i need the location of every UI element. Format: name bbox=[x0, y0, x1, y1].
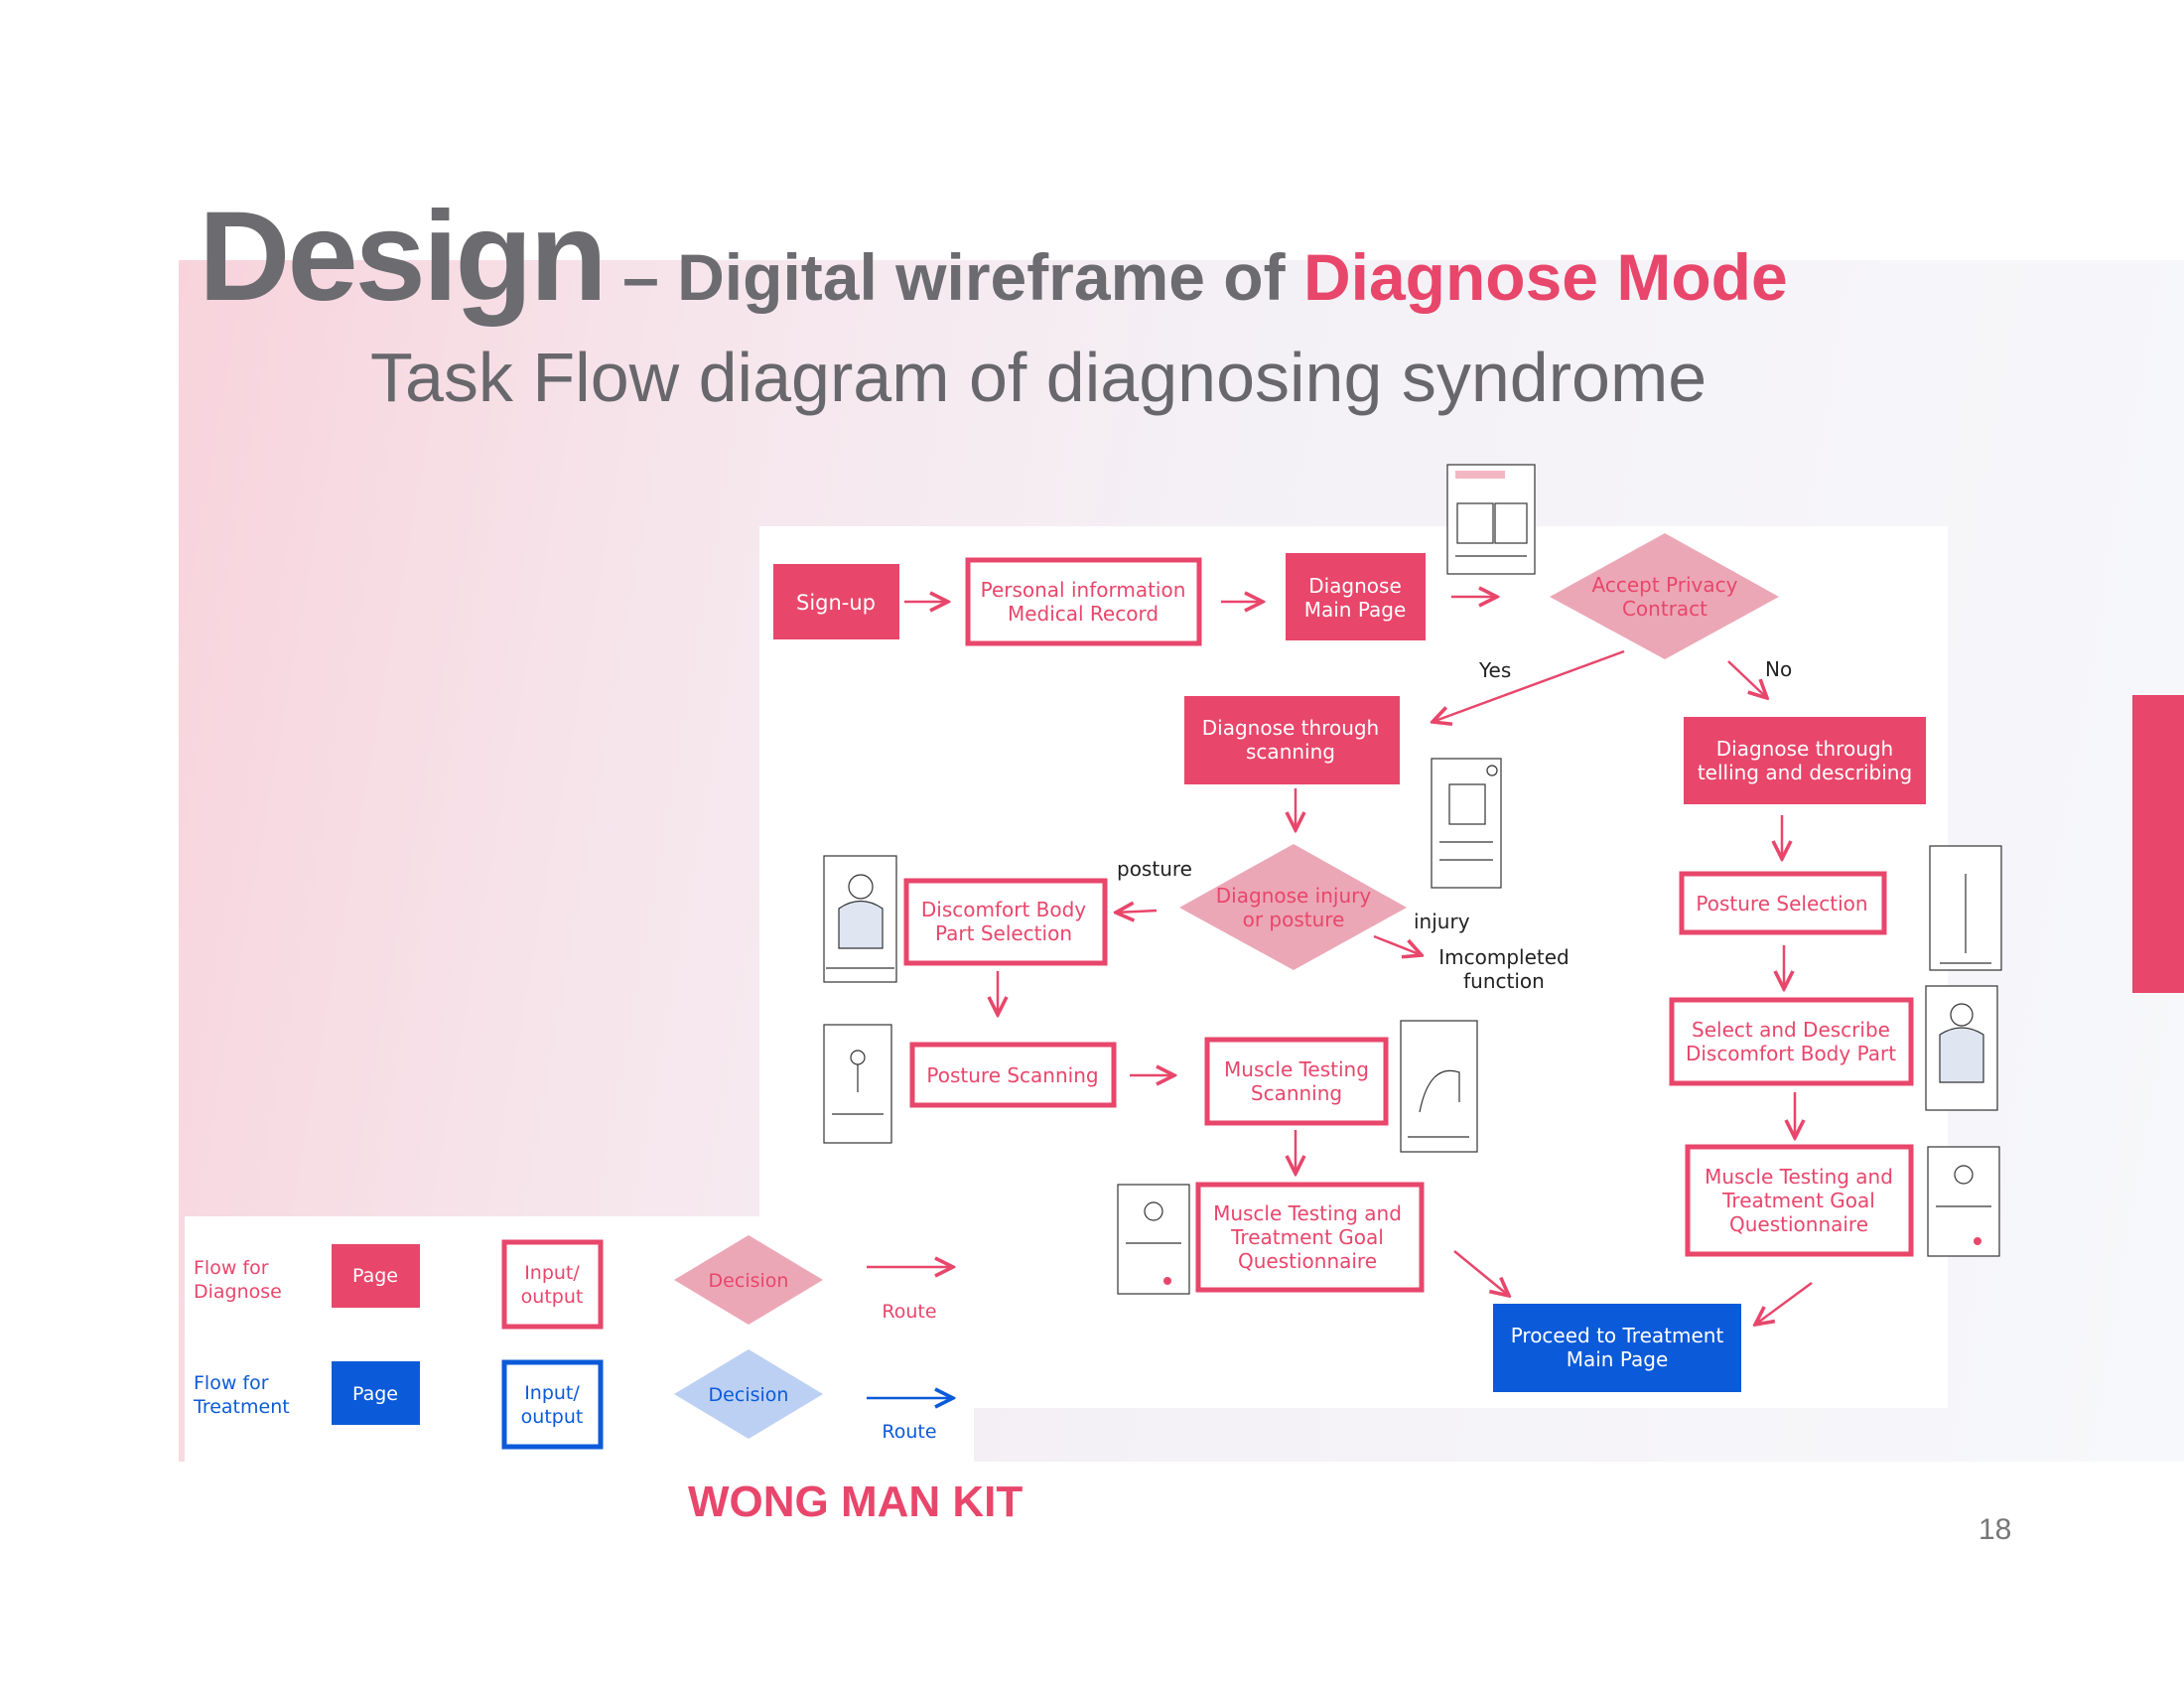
label-no: No bbox=[1765, 657, 1792, 681]
node-select-label-2: Discomfort Body Part bbox=[1686, 1042, 1896, 1065]
node-mq-left-label-3: Questionnaire bbox=[1238, 1249, 1377, 1273]
node-mq-right-label-3: Questionnaire bbox=[1729, 1212, 1868, 1236]
arrow-left-proceed bbox=[1453, 1250, 1509, 1296]
node-select-label-1: Select and Describe bbox=[1692, 1018, 1890, 1042]
node-mq-right-label-1: Muscle Testing and bbox=[1705, 1165, 1893, 1189]
wireframe-muscle-scan-thumb bbox=[1400, 1020, 1478, 1153]
node-proceed-treatment bbox=[1493, 1304, 1741, 1392]
legend-io-blue-label-1: Input/ bbox=[524, 1382, 580, 1404]
legend-io-blue bbox=[501, 1359, 604, 1450]
legend-diagnose-label-1: Flow for bbox=[194, 1257, 269, 1279]
legend-io-blue-label-2: output bbox=[521, 1406, 584, 1428]
author-name: WONG MAN KIT bbox=[688, 1477, 1024, 1526]
node-signup bbox=[773, 564, 899, 639]
node-signup-label: Sign-up bbox=[796, 591, 876, 615]
wireframe-questionnaire-left-thumb bbox=[1117, 1184, 1190, 1295]
node-diagnose-scanning bbox=[1184, 696, 1400, 784]
node-posture-selection bbox=[1679, 871, 1887, 935]
legend: Flow for Diagnose Page Input/ output Dec… bbox=[193, 1235, 953, 1450]
page-number: 18 bbox=[1979, 1513, 2012, 1546]
decision-injury-label-2: or posture bbox=[1243, 908, 1345, 931]
node-questionnaire-left bbox=[1195, 1182, 1425, 1293]
flow-arrows bbox=[904, 597, 1813, 1325]
slide-subtitle: Task Flow diagram of diagnosing syndrome bbox=[370, 339, 1707, 416]
label-incompleted-2: function bbox=[1463, 969, 1545, 993]
wireframe-diagnose-main-thumb bbox=[1446, 464, 1536, 575]
wireframe-scan-thumb bbox=[1431, 758, 1502, 889]
arrow-right-proceed bbox=[1755, 1281, 1813, 1325]
label-incompleted-1: Imcompleted bbox=[1438, 945, 1570, 969]
node-diagnose-main bbox=[1286, 553, 1426, 640]
node-tell-label-2: telling and describing bbox=[1698, 761, 1912, 784]
node-personal-label-1: Personal information bbox=[981, 578, 1186, 602]
node-tell-label-1: Diagnose through bbox=[1716, 737, 1894, 761]
node-mq-left-label-2: Treatment Goal bbox=[1230, 1225, 1384, 1249]
legend-io-pink-label-2: output bbox=[521, 1286, 584, 1308]
arrow-injury-discomfort bbox=[1116, 911, 1158, 913]
node-proceed-label-2: Main Page bbox=[1567, 1347, 1669, 1371]
title-highlight: Diagnose Mode bbox=[1302, 240, 1788, 314]
legend-io-pink bbox=[501, 1239, 604, 1330]
node-discomfort-selection bbox=[903, 878, 1108, 966]
label-injury: injury bbox=[1414, 910, 1470, 933]
arrow-privacy-yes bbox=[1433, 649, 1625, 722]
legend-page-pink bbox=[332, 1244, 420, 1308]
wireframe-select-describe-thumb bbox=[1925, 985, 1998, 1111]
arrow-injury-incompleted bbox=[1373, 934, 1422, 955]
decision-injury-posture bbox=[1179, 844, 1407, 970]
node-muscle-scanning bbox=[1204, 1037, 1389, 1126]
label-yes: Yes bbox=[1478, 658, 1511, 682]
arrow-privacy-no bbox=[1727, 660, 1767, 698]
legend-decision-blue-label: Decision bbox=[709, 1384, 789, 1406]
node-select-describe bbox=[1669, 997, 1914, 1086]
node-scan-label-2: scanning bbox=[1246, 740, 1335, 764]
node-diagnose-telling bbox=[1684, 717, 1926, 804]
legend-diagnose-label-2: Diagnose bbox=[194, 1281, 282, 1303]
decision-privacy-label-2: Contract bbox=[1622, 597, 1707, 621]
wireframe-thumbnails bbox=[823, 464, 2002, 1295]
node-proceed-label-1: Proceed to Treatment bbox=[1511, 1324, 1724, 1347]
node-scan-label-1: Diagnose through bbox=[1202, 716, 1380, 740]
node-muscle-scan-label-1: Muscle Testing bbox=[1224, 1057, 1369, 1081]
node-discomfort-label-2: Part Selection bbox=[935, 921, 1072, 945]
node-mq-left-label-1: Muscle Testing and bbox=[1213, 1201, 1402, 1225]
legend-decision-blue bbox=[674, 1349, 823, 1439]
legend-route-pink-label: Route bbox=[882, 1301, 936, 1323]
node-muscle-scan-label-2: Scanning bbox=[1251, 1081, 1342, 1105]
legend-page-blue-label: Page bbox=[352, 1383, 398, 1405]
legend-page-blue bbox=[332, 1361, 420, 1425]
legend-route-blue-label: Route bbox=[882, 1421, 936, 1443]
wireframe-questionnaire-right-thumb bbox=[1927, 1146, 2000, 1257]
node-posture-selection-label: Posture Selection bbox=[1696, 892, 1867, 915]
title-mid: – Digital wireframe of bbox=[604, 240, 1303, 314]
node-diagnose-main-label-2: Main Page bbox=[1304, 598, 1407, 622]
wireframe-posture-selection-thumb bbox=[1929, 845, 2002, 971]
node-mq-right-label-2: Treatment Goal bbox=[1721, 1189, 1875, 1212]
decision-privacy bbox=[1550, 533, 1779, 659]
node-posture-scanning bbox=[909, 1042, 1117, 1108]
legend-decision-pink-label: Decision bbox=[709, 1270, 789, 1292]
node-diagnose-main-label-1: Diagnose bbox=[1308, 574, 1402, 598]
wireframe-posture-scan-thumb bbox=[823, 1024, 892, 1144]
wireframe-discomfort-thumb bbox=[823, 855, 897, 983]
legend-io-pink-label-1: Input/ bbox=[524, 1262, 580, 1284]
decision-privacy-label-1: Accept Privacy bbox=[1592, 573, 1738, 597]
label-posture: posture bbox=[1117, 857, 1192, 881]
legend-decision-pink bbox=[674, 1235, 823, 1325]
legend-treatment-label-2: Treatment bbox=[193, 1396, 290, 1418]
legend-treatment-label-1: Flow for bbox=[194, 1372, 269, 1394]
slide-title: Design – Digital wireframe of Diagnose M… bbox=[199, 184, 1788, 330]
node-questionnaire-right bbox=[1685, 1144, 1914, 1257]
node-discomfort-label-1: Discomfort Body bbox=[921, 898, 1086, 921]
node-personal-label-2: Medical Record bbox=[1008, 602, 1159, 626]
decision-injury-label-1: Diagnose injury bbox=[1216, 884, 1372, 908]
legend-page-pink-label: Page bbox=[352, 1265, 398, 1287]
node-posture-scanning-label: Posture Scanning bbox=[926, 1063, 1098, 1087]
accent-bar bbox=[2132, 695, 2184, 993]
node-personal-info bbox=[965, 557, 1202, 646]
title-main: Design bbox=[199, 186, 608, 328]
